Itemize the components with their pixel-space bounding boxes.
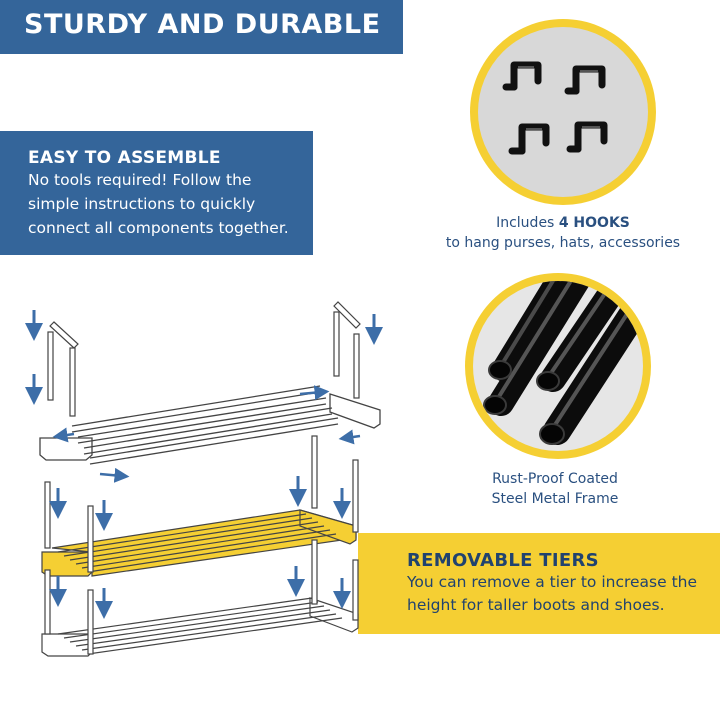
hook-icon <box>564 65 606 95</box>
steel-tube-icon <box>483 281 643 445</box>
hooks-photo <box>478 27 648 197</box>
page-title: STURDY AND DURABLE <box>24 9 381 40</box>
frame-caption-line1: Rust-Proof Coated <box>492 471 618 487</box>
top-shelf <box>39 385 381 465</box>
tiers-panel: REMOVABLE TIERS You can remove a tier to… <box>358 533 720 634</box>
assemble-text-line: No tools required! Follow the <box>28 171 252 189</box>
hooks-caption-line1: Includes 4 HOOKS <box>408 213 718 233</box>
frame-photo <box>473 281 643 451</box>
tiers-heading: REMOVABLE TIERS <box>407 550 599 571</box>
frame-caption-line2: Steel Metal Frame <box>491 491 619 507</box>
post-piece <box>333 301 361 399</box>
arrow-side-icon <box>299 385 330 401</box>
title-banner: STURDY AND DURABLE <box>0 0 403 54</box>
assemble-heading: EASY TO ASSEMBLE <box>28 148 221 168</box>
assemble-text-line: connect all components together. <box>28 219 289 237</box>
hook-icon <box>508 123 550 155</box>
hooks-caption-prefix: Includes <box>496 215 559 231</box>
hooks-illustration <box>502 61 608 155</box>
hooks-circle <box>470 19 656 205</box>
post-piece <box>44 539 359 655</box>
hooks-caption: Includes 4 HOOKS to hang purses, hats, a… <box>408 213 718 253</box>
hooks-count: 4 HOOKS <box>558 215 630 231</box>
frame-circle <box>465 273 651 459</box>
assemble-panel: EASY TO ASSEMBLE No tools required! Foll… <box>0 131 313 255</box>
removable-middle-shelf <box>41 509 357 577</box>
arrow-side-icon <box>99 467 130 483</box>
frame-caption: Rust-Proof Coated Steel Metal Frame <box>455 469 655 509</box>
arrow-side-icon <box>52 427 75 443</box>
hooks-caption-line2: to hang purses, hats, accessories <box>445 235 681 251</box>
assembly-diagram <box>25 301 383 657</box>
hook-icon <box>502 61 542 91</box>
tiers-text-line: height for taller boots and shoes. <box>407 596 665 614</box>
assemble-text-line: simple instructions to quickly <box>28 195 256 213</box>
post-piece <box>47 321 79 417</box>
arrow-side-icon <box>338 429 361 445</box>
tiers-text-line: You can remove a tier to increase the <box>407 573 698 591</box>
post-piece <box>44 435 359 573</box>
hook-icon <box>566 121 608 153</box>
bottom-shelf <box>41 597 359 657</box>
